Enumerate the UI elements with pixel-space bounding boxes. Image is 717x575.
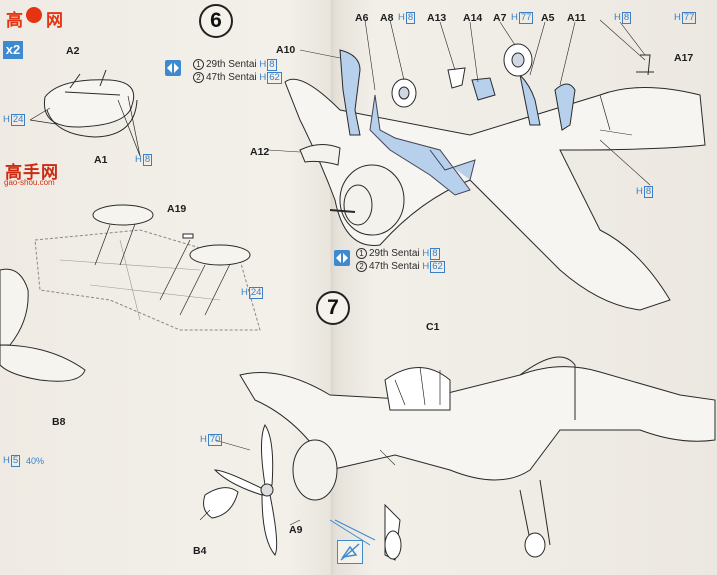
part-label-a1: A1 <box>94 154 108 166</box>
logo-char-1: 高 <box>6 11 23 30</box>
part-label-a2: A2 <box>66 45 80 57</box>
step-number-7: 7 <box>316 291 350 325</box>
sentai-name: 29th Sentai <box>206 59 257 71</box>
watermark-url: gao-shou.com <box>4 178 55 187</box>
part-label-a13: A13 <box>427 12 447 24</box>
part-label-a5: A5 <box>541 12 555 24</box>
part-label-a10: A10 <box>276 44 296 56</box>
option-number: 2 <box>356 261 367 272</box>
part-label-b4: B4 <box>193 545 207 557</box>
part-label-a17: A17 <box>674 52 694 64</box>
cement-warning-icon <box>337 540 363 564</box>
watermark-text: 高手网 <box>5 163 59 182</box>
marking-option-icon <box>165 60 181 76</box>
part-label-a19: A19 <box>167 203 187 215</box>
sentai-name: 47th Sentai <box>206 72 257 84</box>
logo-char-2: 网 <box>46 11 63 30</box>
sentai-name: 47th Sentai <box>369 261 420 273</box>
logo-badge-icon <box>26 7 42 23</box>
multiplier-badge: x2 <box>3 41 23 59</box>
part-label-c1: C1 <box>426 321 440 333</box>
step-number-6: 6 <box>199 4 233 38</box>
part-label-a12: A12 <box>250 146 270 158</box>
paint-ratio: 40% <box>26 456 45 466</box>
marking-option-icon <box>334 250 350 266</box>
site-logo[interactable]: 高 网 <box>2 2 72 30</box>
part-label-a6: A6 <box>355 12 369 24</box>
part-label-a11: A11 <box>567 12 586 24</box>
part-label-b8: B8 <box>52 416 66 428</box>
sentai-name: 29th Sentai <box>369 248 420 260</box>
part-label-a8: A8 <box>380 12 394 24</box>
option-number: 1 <box>193 59 204 70</box>
option-number: 1 <box>356 248 367 259</box>
part-label-a14: A14 <box>463 12 483 24</box>
part-label-a9: A9 <box>289 524 303 536</box>
part-label-a7: A7 <box>493 12 507 24</box>
option-number: 2 <box>193 72 204 83</box>
